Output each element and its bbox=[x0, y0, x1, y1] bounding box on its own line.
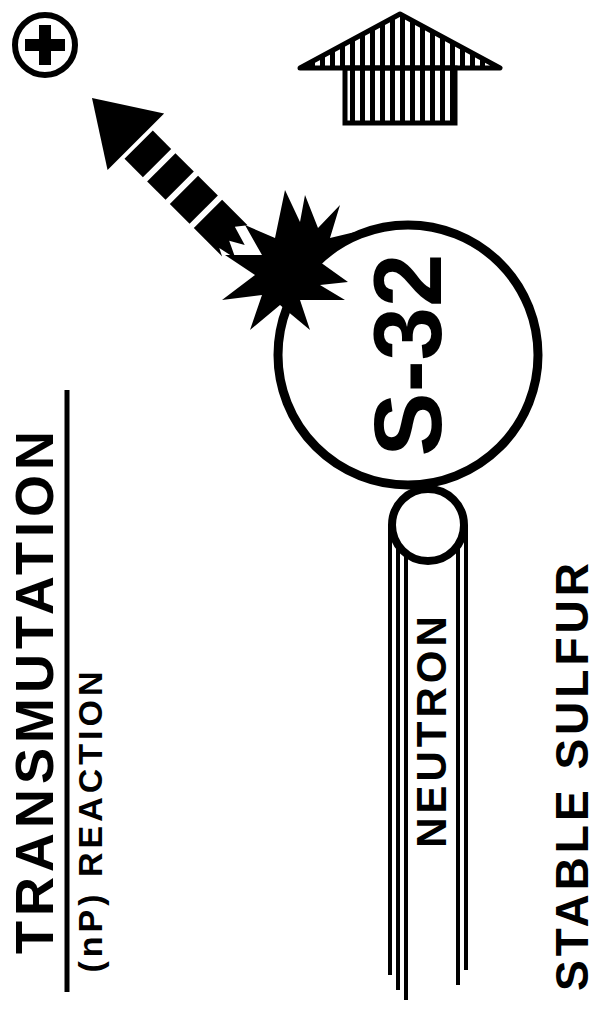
subtitle-label: (nP) REACTION bbox=[73, 667, 107, 972]
isotope-label: S-32 bbox=[365, 254, 451, 457]
motion-trail bbox=[404, 525, 408, 1000]
motion-trail bbox=[464, 525, 468, 970]
motion-trail bbox=[396, 525, 400, 990]
nucleus-caption: STABLE SULFUR bbox=[549, 559, 595, 991]
neutron-circle bbox=[392, 489, 464, 561]
up-arrow bbox=[300, 14, 500, 123]
nucleus-circle: S-32STABLE SULFUR bbox=[273, 220, 543, 490]
motion-trail bbox=[456, 525, 460, 985]
title-underline bbox=[65, 390, 70, 992]
neutron-particle: NEUTRON bbox=[385, 487, 477, 1000]
title-text: TRANSMUTATION bbox=[7, 426, 61, 954]
nucleus-outline bbox=[278, 225, 538, 485]
particle-label: NEUTRON bbox=[415, 612, 449, 848]
proton-symbol bbox=[15, 15, 75, 75]
motion-trail bbox=[388, 525, 392, 975]
proton-arrow bbox=[64, 70, 273, 279]
